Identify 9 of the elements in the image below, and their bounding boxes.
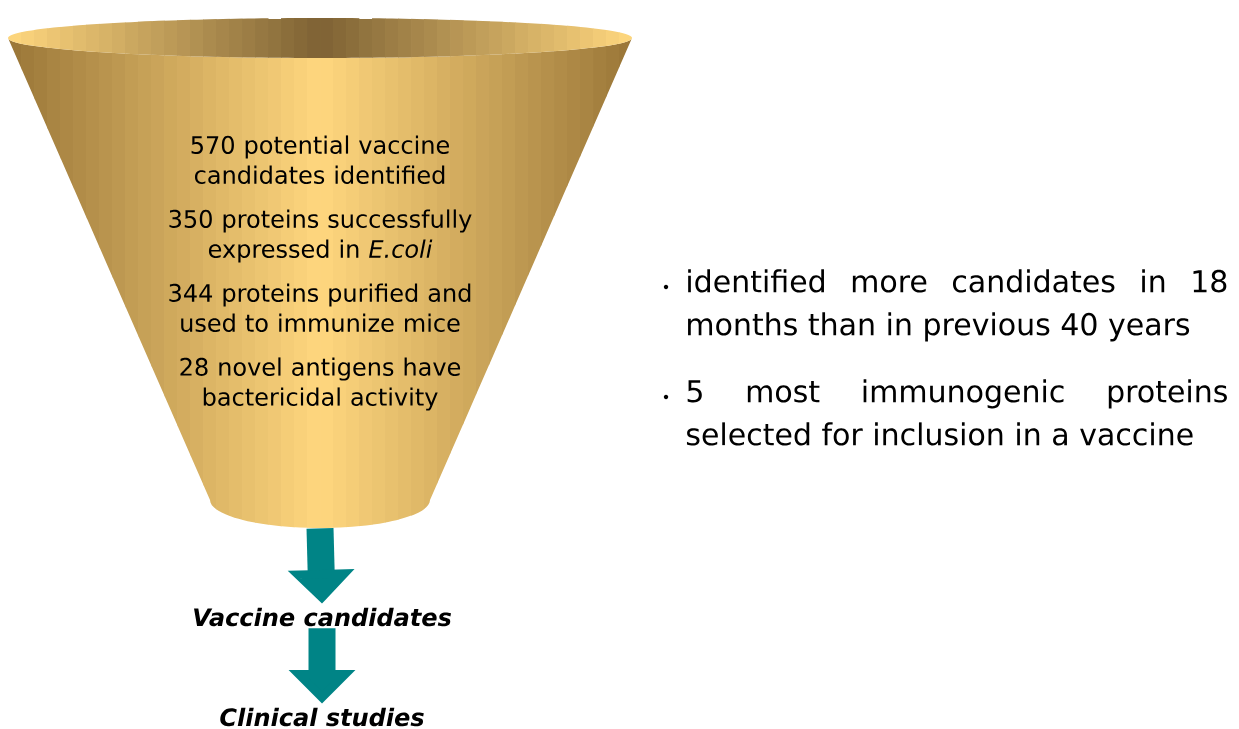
stage-label: Vaccine candidates xyxy=(194,607,451,627)
funnel-drawing: 570 potential vaccine candidates identified 350 proteins successfully expressed in E.coli 344 proteins purified and used to immunize mice 28 novel antigens have bactericidal activity xyxy=(8,18,632,528)
node-label: 28 novel antigens have bactericidal activity xyxy=(180,357,461,411)
bullet-text: identified more candidates in 18 months than in previous 40 years xyxy=(688,269,1227,342)
bullet-text: 5 most immunogenic proteins selected for inclusion in a vaccine xyxy=(686,379,1227,446)
node-label: 344 proteins purified and used to immunize mice xyxy=(169,283,471,332)
stage-label: Clinical studies xyxy=(220,707,424,727)
node-label: 350 proteins successfully expressed in E.coli xyxy=(169,209,472,263)
node-label: 570 potential vaccine candidates identified xyxy=(191,135,449,184)
